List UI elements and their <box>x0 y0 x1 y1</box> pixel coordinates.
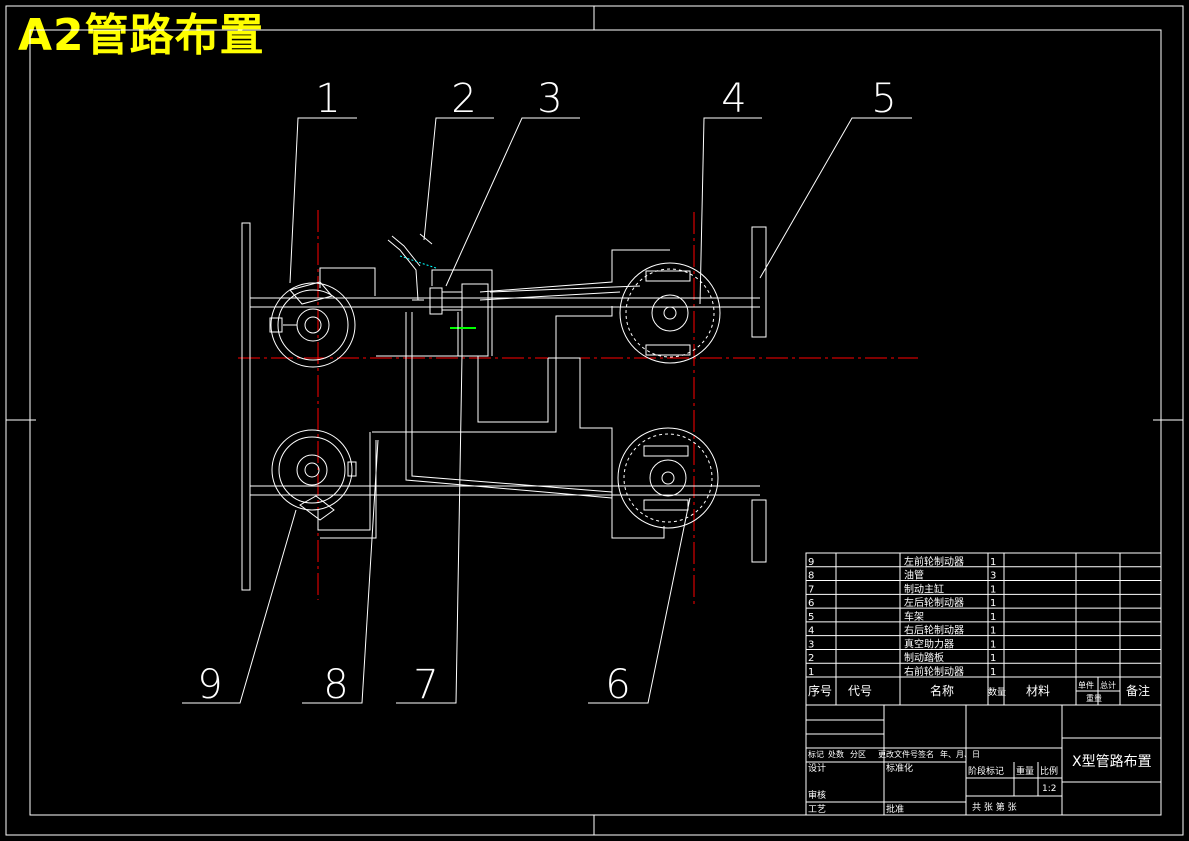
part-name: 油管 <box>904 569 924 582</box>
callout-2: 2 <box>451 76 476 122</box>
part-qty: 1 <box>990 612 996 623</box>
part-qty: 3 <box>990 571 996 582</box>
inner-frame <box>29 29 1162 816</box>
title-block-grid <box>805 552 1162 816</box>
revision-field: 签名 <box>918 749 934 759</box>
parts-header-row: 序号 代号 名称 数量 材料 单件 总计 重量 备注 <box>808 680 1150 703</box>
centerlines <box>238 210 918 608</box>
callout-labels: 1 2 3 4 5 6 7 8 9 <box>197 76 896 708</box>
parts-row: 4 右后轮制动器 1 <box>806 621 1161 637</box>
parts-list: 9 左前轮制动器 1 8 油管 3 7 制动主缸 1 6 左后轮制动器 1 5 车架 1 4 右后轮制动器 1 3 真… <box>806 555 1161 678</box>
part-no: 5 <box>808 612 814 623</box>
front-left-brake <box>271 429 357 521</box>
brake-pipes <box>317 249 670 539</box>
revision-field: 更改文件号 <box>878 749 918 759</box>
tb-review: 审核 <box>808 789 826 801</box>
header-code: 代号 <box>848 684 872 698</box>
part-qty: 1 <box>990 584 996 595</box>
header-name: 名称 <box>930 683 954 698</box>
callout-9: 9 <box>197 662 222 708</box>
parts-row: 6 左后轮制动器 1 <box>806 593 1161 609</box>
frame-rails <box>241 222 767 591</box>
part-no: 8 <box>808 571 814 582</box>
header-no: 序号 <box>808 683 832 698</box>
part-name: 右后轮制动器 <box>904 624 964 637</box>
part-no: 1 <box>808 667 814 678</box>
parts-row: 9 左前轮制动器 1 <box>808 555 996 568</box>
callout-3: 3 <box>537 76 562 122</box>
centering-marks <box>6 6 1183 835</box>
parts-row: 2 制动踏板 1 <box>806 648 1161 664</box>
sheet-title: A2管路布置 <box>18 10 265 61</box>
header-weight: 重量 <box>1086 693 1102 703</box>
tb-sheets: 共 张 第 张 <box>972 801 1017 813</box>
callout-6: 6 <box>605 662 630 708</box>
front-right-brake <box>269 281 356 368</box>
vacuum-booster <box>429 287 463 315</box>
leader-lines <box>182 117 912 704</box>
tb-standardization: 标准化 <box>886 762 913 774</box>
header-total: 总计 <box>1100 680 1116 690</box>
part-name: 左前轮制动器 <box>904 555 964 568</box>
part-no: 7 <box>808 584 814 595</box>
parts-row: 5 车架 1 <box>806 607 1161 623</box>
part-name: 车架 <box>904 610 924 623</box>
callout-1: 1 <box>315 76 340 122</box>
tb-process: 工艺 <box>808 804 826 815</box>
tb-scale: 比例 <box>1040 765 1058 777</box>
part-qty: 1 <box>990 639 996 650</box>
revision-field: 年、月、日 <box>940 749 980 759</box>
brake-pedal <box>387 233 437 301</box>
part-name: 右前轮制动器 <box>904 665 964 678</box>
part-qty: 1 <box>990 653 996 664</box>
callout-5: 5 <box>871 76 896 122</box>
part-qty: 1 <box>990 626 996 637</box>
part-no: 9 <box>808 557 814 568</box>
tb-weight: 重量 <box>1016 765 1034 777</box>
revision-field: 处数 <box>828 749 844 759</box>
tb-stage-mark: 阶段标记 <box>968 765 1004 777</box>
part-qty: 1 <box>990 598 996 609</box>
part-no: 2 <box>808 653 814 664</box>
header-qty: 数量 <box>988 686 1006 698</box>
part-no: 4 <box>808 626 814 637</box>
rear-left-brake <box>617 427 719 529</box>
parts-row: 1 右前轮制动器 1 <box>806 662 1161 678</box>
callout-8: 8 <box>323 662 348 708</box>
drawing-name: X型管路布置 <box>1072 754 1152 770</box>
master-cylinder <box>450 283 489 357</box>
part-name: 制动踏板 <box>904 651 944 664</box>
outer-border <box>5 5 1184 836</box>
parts-row: 3 真空助力器 1 <box>806 635 1161 650</box>
revision-field: 标记 <box>808 749 824 759</box>
part-no: 3 <box>808 639 814 650</box>
part-name: 制动主缸 <box>904 582 944 595</box>
header-material: 材料 <box>1026 684 1050 698</box>
tb-approve: 批准 <box>886 803 904 815</box>
part-name: 真空助力器 <box>904 637 954 650</box>
part-qty: 1 <box>990 557 996 568</box>
rear-right-brake <box>619 262 721 364</box>
part-name: 左后轮制动器 <box>904 596 964 609</box>
title-block-text: 标记处数分区更改文件号签名年、月、日 设计 标准化 审核 工艺 批准 阶段标记 … <box>808 749 1152 815</box>
revision-fields: 标记处数分区 更改文件号签名年、月、日 <box>808 749 980 759</box>
header-unit: 单件 <box>1078 680 1094 690</box>
part-no: 6 <box>808 598 814 609</box>
revision-field: 分区 <box>850 750 866 759</box>
tb-design: 设计 <box>808 762 826 774</box>
part-qty: 1 <box>990 667 996 678</box>
header-remark: 备注 <box>1126 683 1150 698</box>
parts-row: 8 油管 3 <box>806 566 1161 582</box>
callout-4: 4 <box>721 76 746 122</box>
parts-row: 7 制动主缸 1 <box>806 580 1161 595</box>
tb-scale-value: 1:2 <box>1042 784 1056 794</box>
callout-7: 7 <box>413 662 438 708</box>
